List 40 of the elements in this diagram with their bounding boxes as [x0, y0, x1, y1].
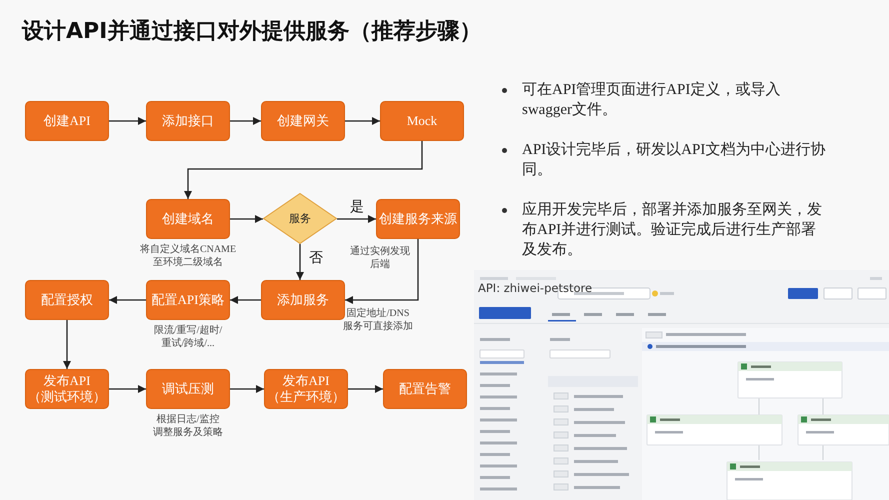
process-box: 配置API策略: [146, 280, 230, 320]
node-caption: 根据日志/监控调整服务及策略: [152, 413, 224, 439]
arrow: [184, 141, 423, 199]
arrow: [109, 296, 146, 304]
bullet-text: 可在API管理页面进行API定义，或导入swagger文件。: [522, 80, 782, 120]
process-box: 添加服务: [261, 280, 345, 320]
arrow: [230, 385, 264, 393]
process-box: 发布API（生产环境）: [264, 369, 348, 409]
process-box: 调试压测: [146, 369, 230, 409]
node-caption: 限流/重写/超时/重试/跨域/...: [152, 324, 224, 350]
node-caption: 通过实例发现后端: [349, 245, 411, 271]
process-box: 添加接口: [146, 101, 230, 141]
arrow: [345, 239, 419, 304]
slide-title: 设计API并通过接口对外提供服务（推荐步骤）: [22, 18, 482, 46]
process-box: 创建API: [25, 101, 109, 141]
process-box: 创建网关: [261, 101, 345, 141]
node-caption: 固定地址/DNS服务可直接添加: [342, 307, 414, 333]
process-box: 配置告警: [383, 369, 467, 409]
process-box: 创建服务来源: [376, 199, 460, 239]
process-box: 创建域名: [146, 199, 230, 239]
arrow: [348, 385, 383, 393]
arrow: [345, 117, 380, 125]
process-box: 配置授权: [25, 280, 109, 320]
arrow: [63, 320, 71, 369]
edge-label: 否: [309, 250, 323, 267]
bullet-text: API设计完毕后，研发以API文档为中心进行协同。: [522, 140, 826, 180]
process-box: 发布API（测试环境）: [25, 369, 109, 409]
arrow: [109, 385, 146, 393]
screenshot-title: API: zhiwei-petstore: [478, 281, 592, 295]
edge-label: 是: [350, 199, 364, 216]
bullet-text: 应用开发完毕后，部署并添加服务至网关，发布API并进行测试。验证完成后进行生产部署及发布。: [522, 200, 823, 260]
decision-diamond: 服务: [263, 193, 337, 244]
arrow: [109, 117, 146, 125]
arrow: [337, 215, 376, 223]
arrow: [296, 244, 304, 280]
arrow: [230, 117, 261, 125]
node-caption: 将自定义域名CNAME至环境二级域名: [138, 243, 238, 269]
process-box: Mock: [380, 101, 464, 141]
arrow: [230, 296, 261, 304]
arrow: [230, 215, 263, 223]
